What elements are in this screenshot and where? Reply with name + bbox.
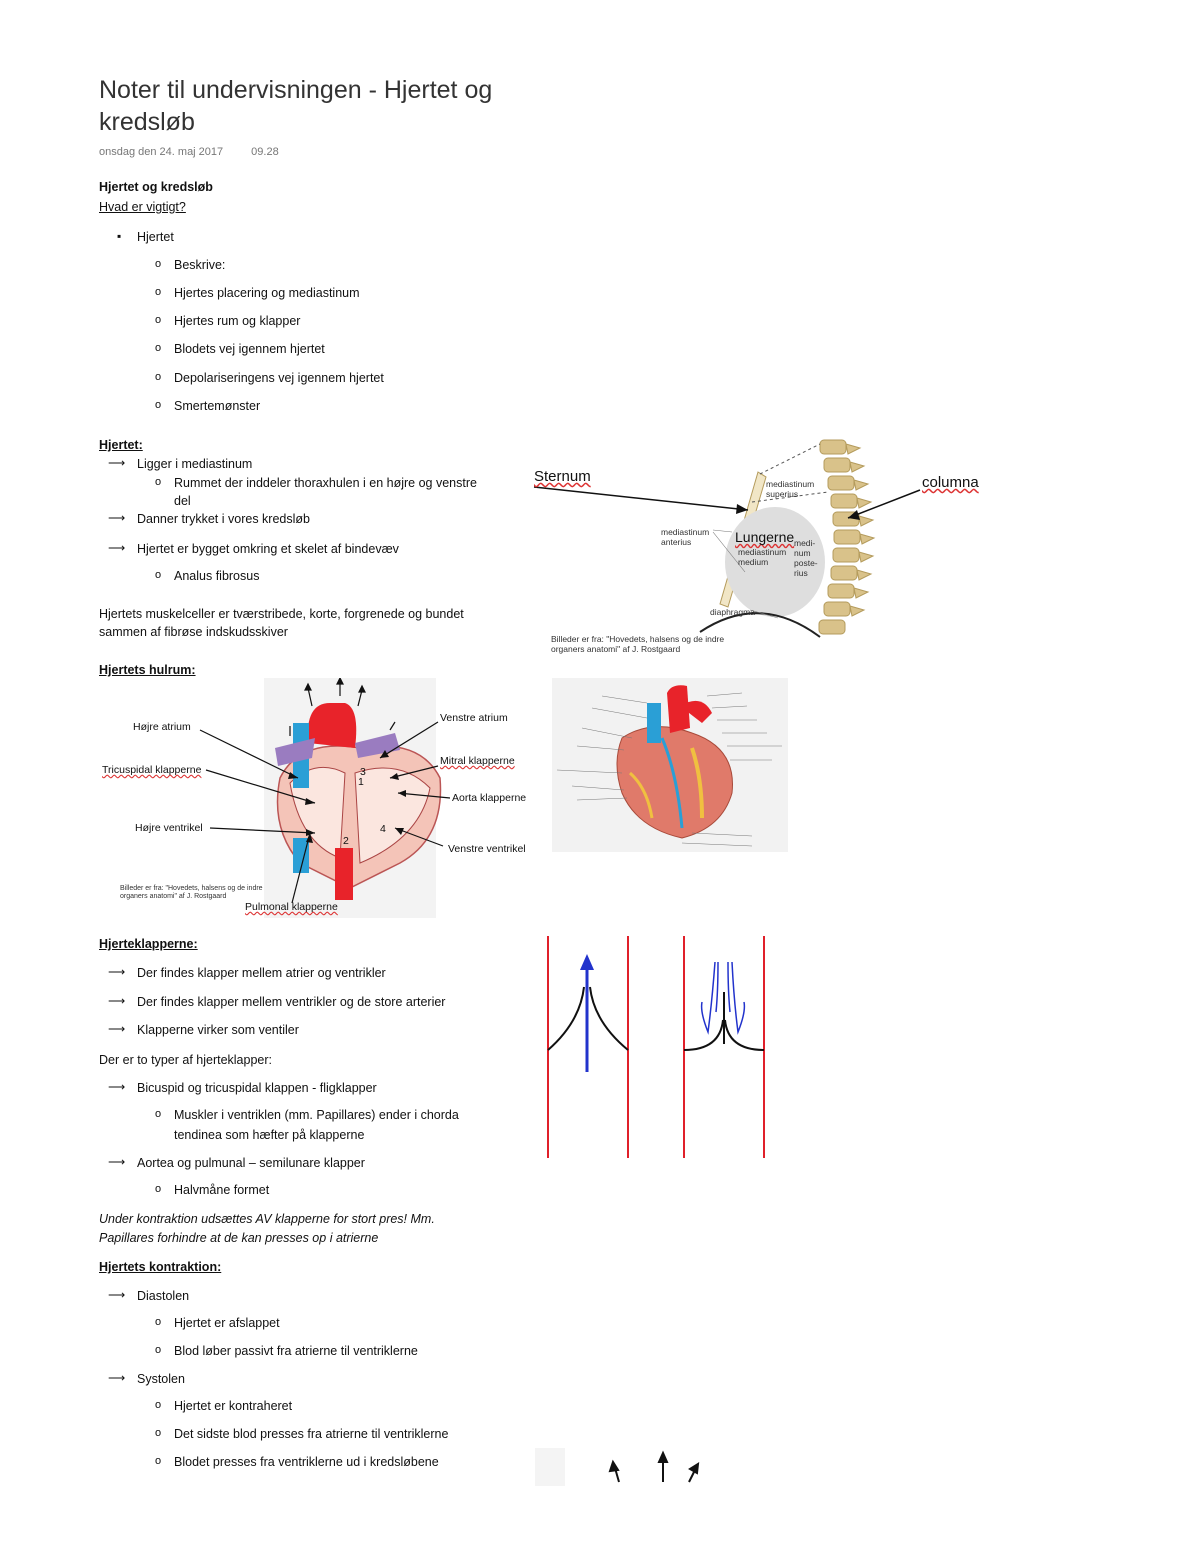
mediastinum-anterius-label: mediastinum anterius [661,527,710,547]
section-heading: Hjertets hulrum: [99,663,196,677]
arrow-bullet-icon: ⟶ [108,541,126,555]
mediastinum-superius-label: mediastinum superius [766,479,815,499]
external-heart-image [552,678,788,852]
figure-caption: organers anatomi" af J. Rostgaard [551,644,681,654]
arrow-bullet-icon: ⟶ [108,1155,126,1169]
section-subheading: Hvad er vigtigt? [99,200,186,214]
hojre-atrium-label: Højre atrium [133,721,191,733]
circle-bullet-icon: o [155,1399,162,1411]
arrow-bullet-icon: ⟶ [108,1371,126,1385]
columna-label: columna [922,474,979,491]
arrow-bullet-icon: ⟶ [108,1022,126,1036]
square-bullet-icon: ▪ [117,229,122,243]
list-item: Blod løber passivt fra atrierne til vent… [174,1344,418,1358]
list-item: Hjertet er afslappet [174,1316,280,1330]
hojre-ventrikel-label: Højre ventrikel [135,822,203,834]
circle-bullet-icon: o [155,1427,162,1439]
arrow-bullet-icon: ⟶ [108,456,126,470]
mediastinum-figure: Sternum columna Lungerne mediastinum sup… [530,432,1000,657]
list-item: Der findes klapper mellem ventrikler og … [137,995,446,1009]
figure-caption: organers anatomi" af J. Rostgaard [120,893,227,900]
diaphragma-label: diaphragma [710,607,755,617]
list-item: Der findes klapper mellem atrier og vent… [137,966,386,980]
venstre-ventrikel-label: Venstre ventrikel [448,843,526,855]
paragraph: sammen af fibrøse indskudsskiver [99,625,288,639]
venstre-atrium-label: Venstre atrium [440,712,508,724]
list-item: Hjertet er kontraheret [174,1399,293,1413]
figure-caption: Billeder er fra: "Hovedets, halsens og d… [551,634,725,644]
mediastinum-posterius-label: medi- num poste- rius [794,538,818,578]
list-item: Danner trykket i vores kredsløb [137,512,310,526]
circle-bullet-icon: o [155,258,162,270]
contraction-arrows-image [535,1448,715,1486]
list-item: Hjertet er bygget omkring et skelet af b… [137,542,399,556]
circle-bullet-icon: o [155,314,162,326]
section-heading: Hjerteklapperne: [99,937,198,951]
circle-bullet-icon: o [155,399,162,411]
list-item: Diastolen [137,1289,190,1303]
list-item: Analus fibrosus [174,569,260,583]
sternum-label: Sternum [534,468,591,485]
list-item: Smertemønster [174,399,261,413]
list-item: Rummet der inddeler thoraxhulen i en høj… [174,476,477,490]
tricuspidal-label: Tricuspidal klapperne [102,764,202,776]
aorta-label: Aorta klapperne [452,792,527,804]
lungerne-label: Lungerne [735,529,795,545]
circle-bullet-icon: o [155,1108,162,1120]
list-item: Klapperne virker som ventiler [137,1023,299,1037]
page-title: Noter til undervisningen - Hjertet og kr… [99,76,493,136]
circle-bullet-icon: o [155,569,162,581]
chamber-number: 1 [358,776,364,788]
list-item: Blodets vej igennem hjertet [174,342,325,356]
circle-bullet-icon: o [155,1183,162,1195]
list-item: Muskler i ventriklen (mm. Papillares) en… [174,1108,459,1122]
circle-bullet-icon: o [155,342,162,354]
list-item: Det sidste blod presses fra atrierne til… [174,1427,449,1441]
arrow-bullet-icon: ⟶ [108,511,126,525]
section-heading: Hjertets kontraktion: [99,1260,222,1274]
list-item-continuation: tendinea som hæfter på klapperne [174,1128,365,1142]
chamber-number: 3 [360,766,366,778]
circle-bullet-icon: o [155,371,162,383]
paragraph: Hjertets muskelceller er tværstribede, k… [99,607,464,621]
list-item: Hjertes rum og klapper [174,314,301,328]
list-item: Depolariseringens vej igennem hjertet [174,371,384,385]
circle-bullet-icon: o [155,1344,162,1356]
list-item: Hjertet [137,230,174,244]
italic-note: Papillares forhindre at de kan presses o… [99,1231,379,1245]
page-meta: onsdag den 24. maj 2017 09.28 [99,146,279,158]
list-item: Beskrive: [174,258,226,272]
mitral-label: Mitral klapperne [440,755,515,767]
list-item: Bicuspid og tricuspidal klappen - fligkl… [137,1081,377,1095]
arrow-bullet-icon: ⟶ [108,994,126,1008]
list-item-continuation: del [174,494,191,508]
list-item: Blodet presses fra ventriklerne ud i kre… [174,1455,439,1469]
arrow-bullet-icon: ⟶ [108,1288,126,1302]
section-heading: Hjertet: [99,438,143,452]
list-item: Systolen [137,1372,185,1386]
arrow-bullet-icon: ⟶ [108,1080,126,1094]
page-date: onsdag den 24. maj 2017 [99,146,224,158]
circle-bullet-icon: o [155,476,162,488]
circle-bullet-icon: o [155,1316,162,1328]
arrow-bullet-icon: ⟶ [108,965,126,979]
heart-chambers-diagram: 1 2 3 4 Højre atrium Tricuspidal klapper… [100,676,540,918]
mediastinum-medium-label: mediastinum medium [738,547,787,567]
circle-bullet-icon: o [155,1455,162,1467]
valve-drawings [540,932,770,1162]
list-item: Halvmåne formet [174,1183,270,1197]
section-heading: Hjertet og kredsløb [99,180,213,194]
chamber-number: 2 [343,835,349,847]
page-time: 09.28 [251,146,279,158]
circle-bullet-icon: o [155,286,162,298]
figure-caption: Billeder er fra: "Hovedets, halsens og d… [120,885,263,892]
list-item: Hjertes placering og mediastinum [174,286,360,300]
list-item: Aortea og pulmunal – semilunare klapper [137,1156,365,1170]
list-item: Ligger i mediastinum [137,457,253,471]
chamber-number: 4 [380,823,386,835]
pulmonal-label: Pulmonal klapperne [245,901,338,913]
paragraph: Der er to typer af hjerteklapper: [99,1053,272,1067]
italic-note: Under kontraktion udsættes AV klapperne … [99,1212,435,1226]
